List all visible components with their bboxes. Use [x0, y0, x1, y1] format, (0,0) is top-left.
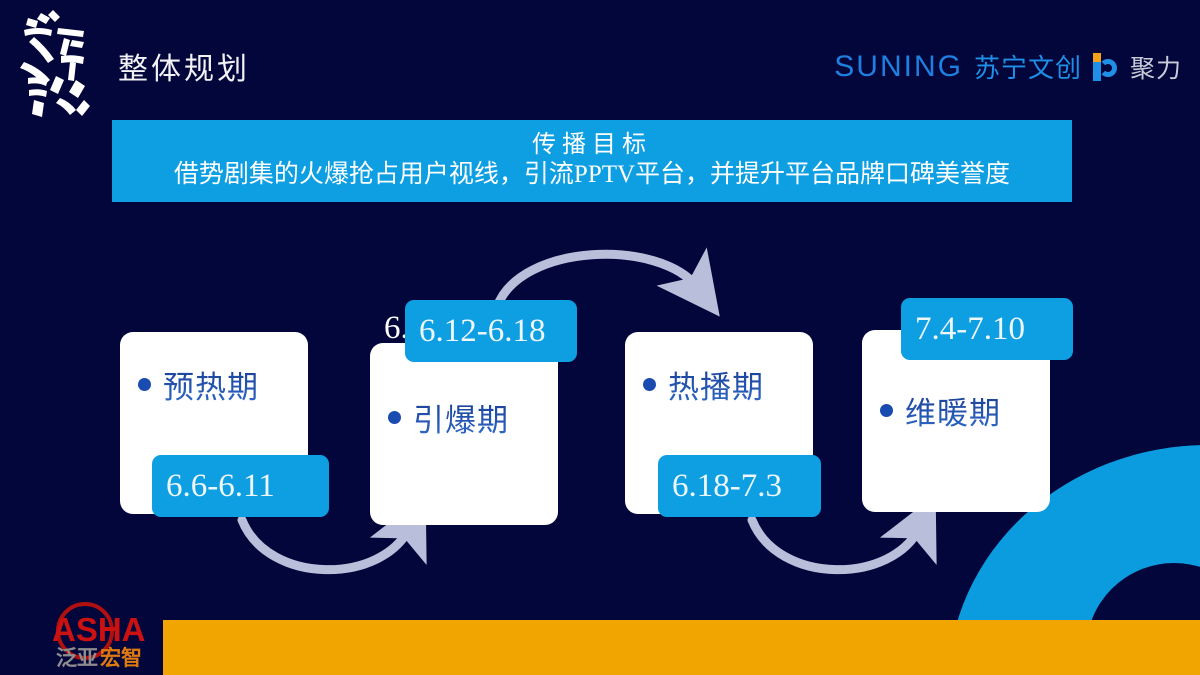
phase-card-2-label: 引爆期: [413, 395, 509, 440]
page-title: 整体规划: [118, 53, 250, 86]
bullet-icon: [880, 404, 893, 417]
brand-lockup: SUNING 苏宁文创 聚力: [834, 48, 1182, 85]
phase-1-date-badge[interactable]: 6.6-6.11: [152, 455, 329, 517]
pptv-juli-wordmark: 聚力: [1129, 54, 1182, 83]
phase-3-date-badge[interactable]: 6.18-7.3: [658, 455, 821, 517]
phase-card-3-label-row: 热播期: [643, 362, 805, 407]
asha-agency-logo: ASHA 泛亚 宏智: [22, 601, 172, 671]
midnight-diner-logo: [14, 4, 106, 120]
phase-3-date-text: 6.18-7.3: [672, 467, 782, 504]
bullet-icon: [138, 378, 151, 391]
phase-2-date-text: 6.12-6.18: [419, 312, 546, 349]
svg-text:宏智: 宏智: [100, 646, 142, 670]
asha-latin-text: ASHA: [52, 611, 146, 648]
bullet-icon: [643, 378, 656, 391]
arrow-phase1-to-phase2: [492, 247, 720, 317]
asha-chinese-text: 泛亚: [56, 647, 98, 670]
phase-card-4-label-row: 维暖期: [880, 388, 1042, 433]
pptv-p-icon: [1092, 52, 1119, 81]
phase-card-2[interactable]: 引爆期: [370, 343, 558, 525]
bullet-icon: [388, 411, 401, 424]
goal-banner: 传播目标 借势剧集的火爆抢占用户视线，引流PPTV平台，并提升平台品牌口碑美誉度: [112, 120, 1072, 202]
phase-1-date-text: 6.6-6.11: [166, 467, 275, 504]
phase-2-date-badge[interactable]: 6.12-6.18: [405, 300, 577, 362]
phase-card-4-label: 维暖期: [905, 388, 1001, 433]
suning-chinese-wordmark: 苏宁文创: [973, 53, 1082, 83]
phase-4-date-badge[interactable]: 7.4-7.10: [901, 298, 1073, 360]
phase-card-1-label: 预热期: [163, 362, 259, 407]
goal-banner-title: 传播目标: [532, 132, 652, 159]
goal-banner-subtitle: 借势剧集的火爆抢占用户视线，引流PPTV平台，并提升平台品牌口碑美誉度: [173, 160, 1011, 188]
phase-card-4[interactable]: 维暖期: [862, 330, 1050, 512]
arrow-phase2-to-phase3: [237, 494, 427, 575]
arrow-phase3-to-phase4: [747, 494, 937, 575]
phase-card-1-label-row: 预热期: [138, 362, 300, 407]
footer-bar-notch: [0, 620, 163, 675]
phase-4-date-text: 7.4-7.10: [915, 310, 1025, 347]
footer-bar: [0, 620, 1200, 675]
phase-card-2-label-row: 引爆期: [388, 395, 550, 440]
suning-wordmark: SUNING: [834, 49, 963, 83]
phase-card-3-label: 热播期: [668, 362, 764, 407]
